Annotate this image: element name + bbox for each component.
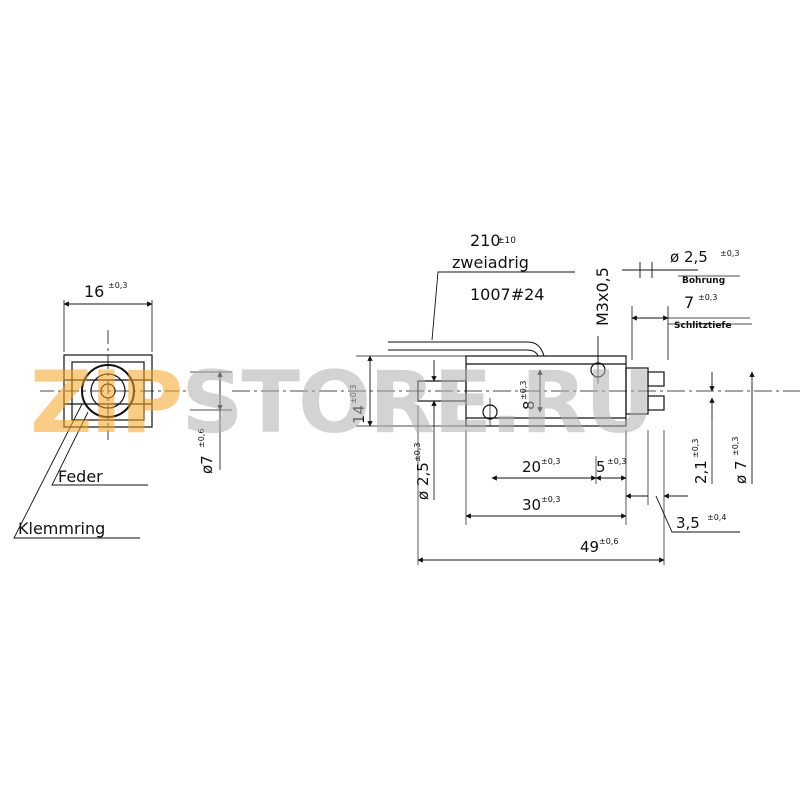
right-diameter-tol: ±0,3 [731, 437, 740, 456]
dim-30-tol: ±0,3 [541, 495, 560, 504]
dim-49-value: 49 [580, 538, 599, 556]
slot-value: 7 [684, 293, 694, 312]
svg-text:ZIPSTORE.RU: ZIPSTORE.RU [30, 353, 653, 453]
slot-tol: ±0,3 [698, 293, 717, 302]
fork-lower [647, 395, 665, 411]
fork-upper [647, 371, 665, 387]
dim-3-5-tol: ±0,4 [707, 513, 726, 522]
dim-20-value: 20 [522, 458, 541, 476]
cable-type: zweiadrig [452, 253, 529, 272]
thread-spec: M3x0,5 [593, 267, 612, 326]
front-view [13, 300, 232, 539]
leader-cable [431, 271, 575, 341]
dim-49-tol: ±0,6 [599, 537, 618, 546]
leader-klemmring [13, 403, 140, 539]
cable [388, 341, 545, 357]
front-width-value: 16 [84, 282, 104, 301]
end-cap [625, 367, 649, 415]
height-value: 14 [350, 405, 368, 424]
dim-5-tol: ±0,3 [607, 457, 626, 466]
inner-tol: ±0,3 [519, 381, 528, 400]
front-diameter-tol: ±0,6 [197, 429, 206, 448]
watermark-zip: ZIP [30, 353, 181, 453]
plunger-value: ø 2,5 [414, 462, 432, 500]
cable-spec: 1007#24 [470, 285, 544, 304]
cable-length-value: 210 [470, 231, 501, 250]
label-feder: Feder [58, 467, 103, 486]
front-width-tol: ±0,3 [108, 281, 127, 290]
offset-tol: ±0,3 [691, 439, 700, 458]
right-diameter-value: ø 7 [732, 461, 750, 485]
dim-30-value: 30 [522, 496, 541, 514]
inner-value: 8 [520, 400, 538, 410]
label-klemmring: Klemmring [18, 519, 105, 538]
plunger-tol: ±0,3 [413, 443, 422, 462]
leader-3-5 [655, 495, 740, 533]
leader-feder [51, 411, 148, 486]
dim-3-5-value: 3,5 [676, 514, 700, 532]
front-diameter-value: ø7 [198, 455, 216, 474]
dim-5-value: 5 [596, 458, 606, 476]
dim-20-tol: ±0,3 [541, 457, 560, 466]
height-tol: ±0,3 [349, 385, 358, 404]
cable-length-tol: ±10 [497, 236, 516, 246]
slot-label: Schlitztiefe [674, 321, 731, 331]
bore-tol: ±0,3 [720, 249, 739, 258]
side-view [232, 262, 800, 565]
bore-value: ø 2,5 [670, 248, 708, 266]
bore-label: Bohrung [682, 276, 725, 286]
watermark: ZIPSTORE.RU [30, 353, 655, 453]
offset-value: 2,1 [692, 460, 710, 484]
watermark-store: STORE.RU [181, 353, 652, 453]
